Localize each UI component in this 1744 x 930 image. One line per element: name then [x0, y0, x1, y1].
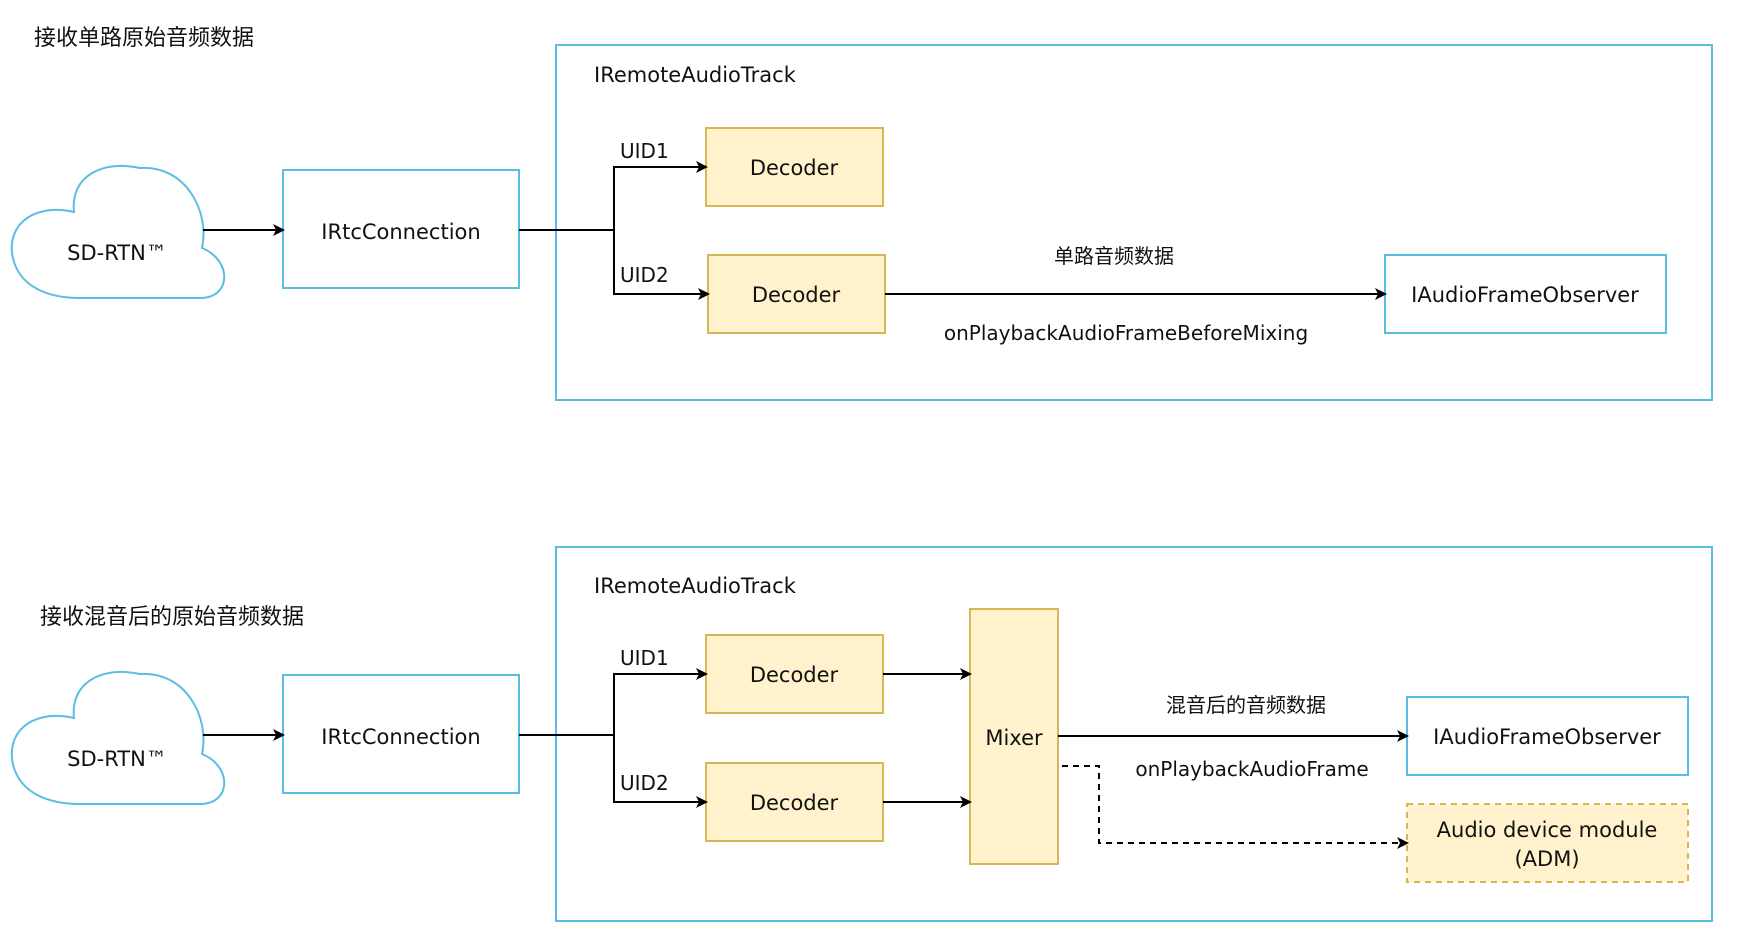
bottom-container-title: IRemoteAudioTrack — [594, 574, 797, 598]
bottom-callback-label: onPlaybackAudioFrame — [1135, 757, 1368, 781]
bottom-cloud-icon — [10, 670, 226, 805]
bottom-adm-box — [1406, 803, 1689, 883]
top-stream-label: 单路音频数据 — [1054, 244, 1174, 268]
bottom-uid1-label: UID1 — [620, 646, 669, 670]
top-container-title: IRemoteAudioTrack — [594, 63, 797, 87]
top-section-title: 接收单路原始音频数据 — [34, 26, 254, 51]
bottom-decoder-1-box — [705, 634, 884, 714]
top-cloud-icon — [10, 164, 226, 299]
bottom-uid2-label: UID2 — [620, 771, 669, 795]
top-uid2-label: UID2 — [620, 263, 669, 287]
top-remote-audio-track-container — [555, 44, 1713, 401]
top-diagram: 接收单路原始音频数据 IRemoteAudioTrack SD-RTN™ IRt… — [10, 26, 1713, 401]
top-decoder-2-label: Decoder — [752, 283, 841, 307]
top-callback-label: onPlaybackAudioFrameBeforeMixing — [944, 321, 1308, 345]
top-decoder-2-box — [707, 254, 886, 334]
top-cloud-label: SD-RTN™ — [67, 241, 167, 265]
bottom-edge-mixer-to-adm — [1062, 765, 1409, 849]
top-rtc-connection-label: IRtcConnection — [321, 220, 480, 244]
bottom-audio-frame-observer-box — [1406, 696, 1689, 776]
bottom-adm-label-line1: Audio device module — [1437, 818, 1658, 842]
bottom-mixer-box — [969, 608, 1059, 865]
bottom-edge-connection-to-decoder-2 — [613, 735, 708, 808]
bottom-section-title: 接收混音后的原始音频数据 — [40, 605, 304, 630]
bottom-cloud-label: SD-RTN™ — [67, 747, 167, 771]
bottom-rtc-connection-label: IRtcConnection — [321, 725, 480, 749]
top-uid1-label: UID1 — [620, 139, 669, 163]
bottom-diagram: 接收混音后的原始音频数据 IRemoteAudioTrack SD-RTN™ I… — [10, 546, 1713, 922]
bottom-rtc-connection-box — [282, 674, 520, 794]
bottom-audio-frame-observer-label: IAudioFrameObserver — [1433, 725, 1661, 749]
top-rtc-connection-box — [282, 169, 520, 289]
bottom-decoder-1-label: Decoder — [750, 663, 839, 687]
bottom-adm-label-line2: (ADM) — [1514, 847, 1579, 871]
top-edge-connection-to-decoder-2 — [613, 230, 710, 300]
top-decoder-1-box — [705, 127, 884, 207]
top-audio-frame-observer-label: IAudioFrameObserver — [1411, 283, 1639, 307]
top-decoder-1-label: Decoder — [750, 156, 839, 180]
bottom-stream-label: 混音后的音频数据 — [1166, 693, 1326, 717]
top-edge-connection-to-decoder-1 — [519, 161, 708, 231]
top-audio-frame-observer-box — [1384, 254, 1667, 334]
bottom-mixer-label: Mixer — [985, 726, 1043, 750]
bottom-edge-connection-to-decoder-1 — [519, 668, 708, 736]
bottom-decoder-2-label: Decoder — [750, 791, 839, 815]
